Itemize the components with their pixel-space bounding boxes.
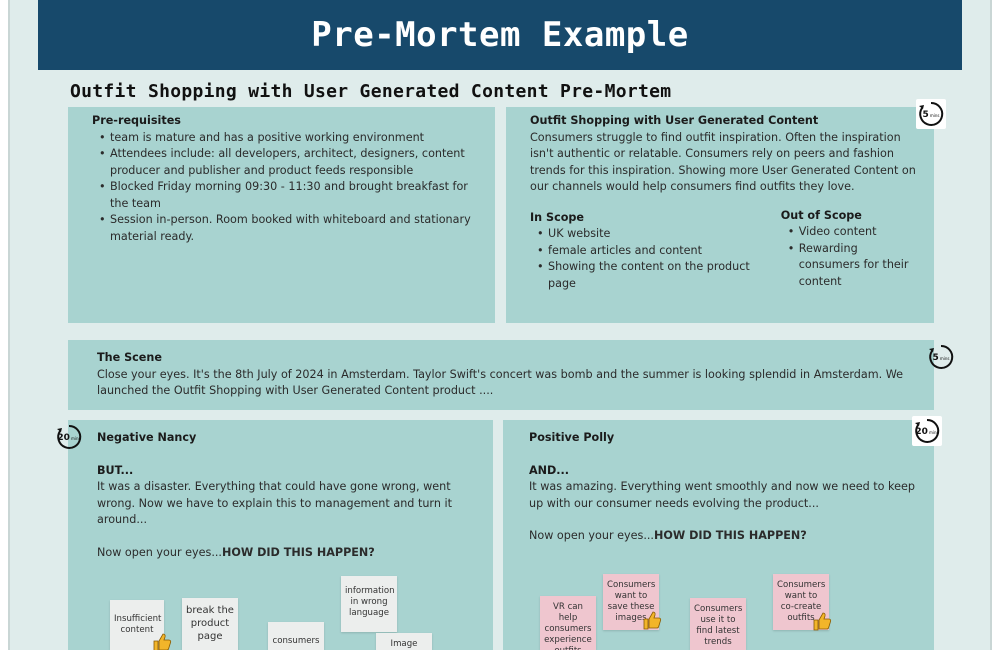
scene-text: Close your eyes. It's the 8th July of 20… bbox=[97, 367, 904, 398]
timer-minutes: 20 bbox=[915, 427, 928, 437]
sticky-note[interactable]: Consumers use it to find latest trends bbox=[690, 598, 746, 650]
sticky-note[interactable]: break the product page bbox=[182, 598, 238, 650]
positive-text: It was amazing. Everything went smoothly… bbox=[529, 480, 915, 510]
timer-unit: mins bbox=[928, 429, 939, 435]
list-item: Blocked Friday morning 09:30 - 11:30 and… bbox=[92, 179, 475, 212]
sticky-note[interactable]: consumers bbox=[268, 622, 324, 650]
list-item: female articles and content bbox=[530, 243, 781, 260]
thumbs-up-icon bbox=[813, 612, 832, 631]
negative-text: It was a disaster. Everything that could… bbox=[97, 480, 452, 526]
page-title: Pre-Mortem Example bbox=[311, 15, 689, 55]
timer-minutes: 5 bbox=[922, 110, 929, 120]
scene-panel[interactable]: The Scene Close your eyes. It's the 8th … bbox=[68, 340, 934, 410]
list-item: Video content bbox=[781, 224, 920, 241]
sticky-note[interactable]: Image bbox=[376, 633, 432, 650]
sticky-note[interactable]: information in wrong language bbox=[341, 576, 397, 632]
prerequisites-title: Pre-requisites bbox=[92, 114, 181, 127]
product-title: Outfit Shopping with User Generated Cont… bbox=[530, 114, 819, 127]
prompt-question: HOW DID THIS HAPPEN? bbox=[222, 545, 375, 559]
product-description-panel[interactable]: Outfit Shopping with User Generated Cont… bbox=[506, 107, 934, 323]
in-scope-section: In Scope UK website female articles and … bbox=[530, 210, 781, 293]
thumbs-up-icon bbox=[643, 611, 662, 630]
timer-unit: mins bbox=[70, 435, 81, 441]
prompt-text: Now open your eyes... bbox=[529, 529, 654, 542]
positive-title: Positive Polly bbox=[529, 431, 615, 444]
timer-minutes: 20 bbox=[57, 433, 70, 443]
out-of-scope-title: Out of Scope bbox=[780, 208, 862, 222]
list-item: Attendees include: all developers, archi… bbox=[92, 146, 475, 179]
prompt-text: Now open your eyes... bbox=[97, 545, 222, 559]
thumbs-up-icon bbox=[153, 633, 172, 650]
list-item: Rewarding consumers for their content bbox=[781, 241, 920, 291]
timer-unit: mins bbox=[939, 355, 950, 361]
out-of-scope-section: Out of Scope Video content Rewarding con… bbox=[781, 208, 920, 293]
prerequisites-list: team is mature and has a positive workin… bbox=[92, 130, 475, 246]
list-item: UK website bbox=[530, 226, 781, 243]
sticky-note[interactable]: Insufficient content bbox=[110, 600, 164, 650]
timer-minutes: 5 bbox=[932, 353, 939, 363]
board-subtitle: Outfit Shopping with User Generated Cont… bbox=[70, 81, 672, 102]
negative-title: Negative Nancy bbox=[97, 431, 197, 444]
negative-lead: BUT... bbox=[97, 463, 134, 477]
board-header: Pre-Mortem Example bbox=[38, 0, 962, 70]
in-scope-title: In Scope bbox=[530, 210, 584, 224]
sticky-note[interactable]: VR can help consumers experience outfits bbox=[540, 596, 596, 650]
list-item: Showing the content on the product page bbox=[530, 259, 781, 292]
prompt-question: HOW DID THIS HAPPEN? bbox=[654, 529, 807, 542]
positive-lead: AND... bbox=[529, 463, 570, 477]
prerequisites-panel[interactable]: Pre-requisites team is mature and has a … bbox=[68, 107, 495, 323]
negative-prompt: Now open your eyes...HOW DID THIS HAPPEN… bbox=[97, 545, 473, 562]
timer-unit: mins bbox=[929, 112, 940, 118]
positive-prompt: Now open your eyes...HOW DID THIS HAPPEN… bbox=[529, 528, 920, 545]
product-description: Consumers struggle to find outfit inspir… bbox=[530, 130, 916, 194]
list-item: Session in-person. Room booked with whit… bbox=[92, 212, 475, 245]
scene-title: The Scene bbox=[97, 351, 162, 364]
list-item: team is mature and has a positive workin… bbox=[92, 130, 475, 147]
